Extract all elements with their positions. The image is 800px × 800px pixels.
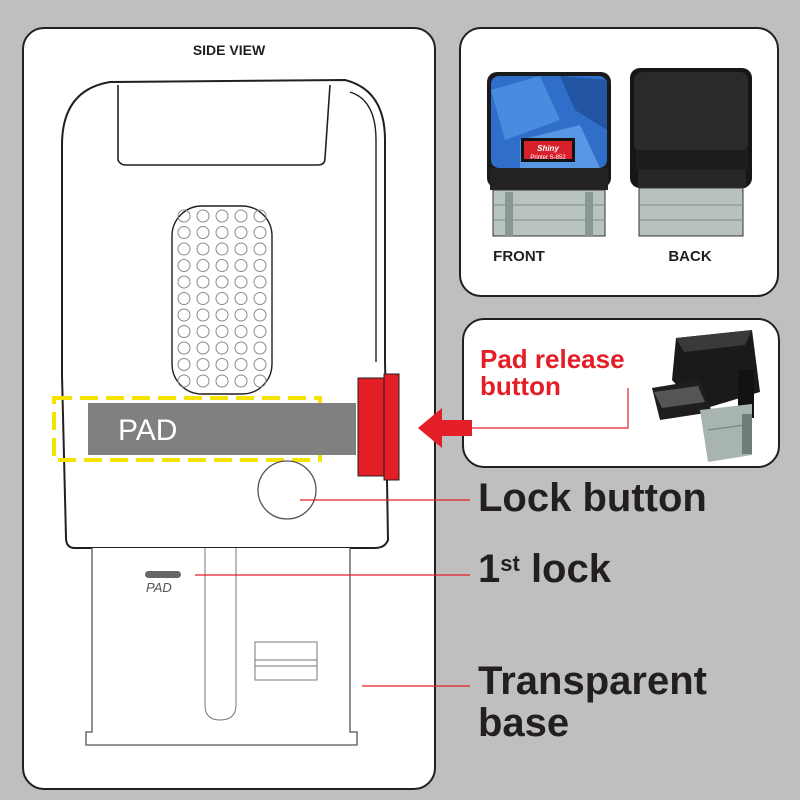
grip-dot <box>215 341 229 355</box>
first-lock-marker <box>145 571 181 578</box>
grip-dot <box>234 209 248 223</box>
grip-dot <box>215 358 229 371</box>
grip-dot <box>234 275 248 289</box>
grip-dot <box>177 259 191 272</box>
pad-release-button <box>357 377 385 477</box>
pad-release-callout: Pad release button <box>480 344 625 401</box>
first-lock-number: 1 <box>478 547 501 591</box>
grip-dot <box>196 242 210 256</box>
grip-dot <box>177 275 191 289</box>
grip-dot <box>215 226 229 239</box>
base-slot <box>204 548 237 721</box>
grip-dot <box>196 341 210 355</box>
lock-button-callout: Lock button <box>478 476 707 520</box>
stamp-top-cap <box>117 84 331 166</box>
pad <box>88 403 356 455</box>
grip-dot <box>253 242 267 256</box>
grip-dot <box>253 292 267 305</box>
grip-dot <box>177 226 191 239</box>
back-stamp-photo <box>630 68 752 237</box>
front-label: FRONT <box>493 248 545 265</box>
grip-dot <box>253 275 267 289</box>
grip-dot <box>234 325 248 338</box>
brand-text: Shiny <box>537 144 559 153</box>
grip-dot <box>253 374 267 388</box>
grip-dot <box>215 325 229 338</box>
lock-button <box>257 460 317 520</box>
base-window <box>254 641 318 681</box>
model-text: Printer S-852 <box>530 155 566 161</box>
grip-dot <box>177 374 191 388</box>
grip-dot <box>253 308 267 322</box>
grip-dot <box>177 292 191 305</box>
grip-dot <box>234 358 248 371</box>
front-stamp-photo <box>487 72 611 237</box>
pad-label: PAD <box>118 414 178 447</box>
first-lock-pad-marker-label: PAD <box>146 580 172 595</box>
grip-dot <box>215 275 229 289</box>
grip-dot <box>196 308 210 322</box>
grip-dot <box>253 259 267 272</box>
grip-dot <box>234 242 248 256</box>
grip-dot <box>177 308 191 322</box>
grip-dot <box>177 341 191 355</box>
grip-dot <box>177 325 191 338</box>
grip-dot <box>196 259 210 272</box>
grip-dot <box>215 209 229 223</box>
first-lock-callout: 1st lock <box>478 547 611 592</box>
grip-dot <box>196 209 210 223</box>
grip-dot <box>177 358 191 371</box>
pad-release-button-edge <box>383 373 400 481</box>
transparent-base <box>85 548 358 746</box>
grip-dot <box>196 292 210 305</box>
grip-dot <box>253 209 267 223</box>
grip-dot <box>215 242 229 256</box>
grip-dot <box>177 242 191 256</box>
back-label: BACK <box>668 248 712 265</box>
grip-dot <box>177 209 191 223</box>
pad-release-photo <box>652 330 760 462</box>
pad-release-leader <box>455 388 629 429</box>
pad-release-arrow <box>418 408 472 448</box>
grip-dot <box>234 259 248 272</box>
grip-dot <box>196 325 210 338</box>
grip-dot <box>253 325 267 338</box>
side-view-title: SIDE VIEW <box>192 42 266 58</box>
grip-dot <box>196 374 210 388</box>
grip-dot <box>215 374 229 388</box>
grip-dot <box>234 226 248 239</box>
grip-dot <box>196 275 210 289</box>
first-lock-word: lock <box>530 547 611 591</box>
grip-dot <box>215 292 229 305</box>
grip-dot <box>234 292 248 305</box>
grip-dot <box>215 308 229 322</box>
grip-area <box>171 205 273 395</box>
transparent-base-callout: Transparent base <box>478 659 707 745</box>
grip-dot <box>234 374 248 388</box>
grip-dot <box>253 341 267 355</box>
grip-dots <box>177 209 267 388</box>
stamp-side-edge <box>349 91 377 362</box>
grip-dot <box>196 358 210 371</box>
grip-dot <box>253 358 267 371</box>
grip-dot <box>253 226 267 239</box>
grip-dot <box>234 341 248 355</box>
grip-dot <box>196 226 210 239</box>
first-lock-suffix: st <box>500 551 520 576</box>
grip-dot <box>215 259 229 272</box>
grip-dot <box>234 308 248 322</box>
